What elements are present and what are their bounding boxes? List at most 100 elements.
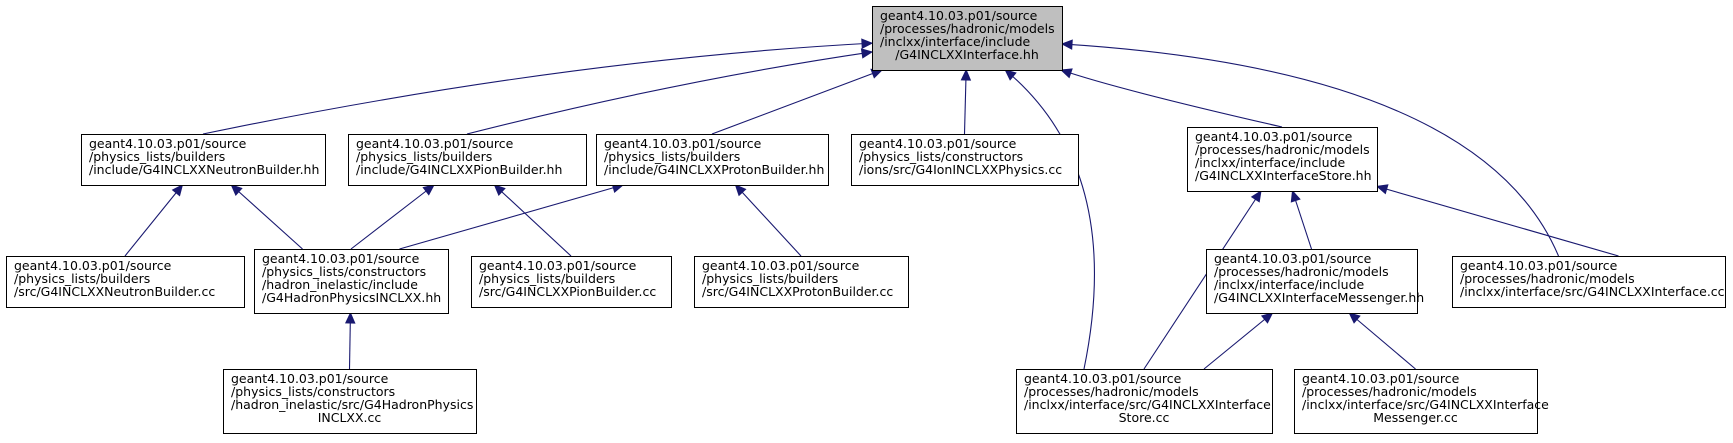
node-label-line: /include/G4INCLXXPionBuilder.hh — [356, 162, 562, 177]
edge-n3-to-n0 — [711, 69, 883, 135]
node-label-line: /physics_lists/constructors — [231, 384, 395, 399]
arrowhead-n11-to-n5 — [1375, 184, 1389, 195]
node-label-line: /physics_lists/builders — [89, 149, 225, 164]
node-label-line: /inclxx/interface/include — [1214, 277, 1365, 292]
edge-n8-to-n2 — [494, 184, 572, 257]
node-label-line: geant4.10.03.p01/source — [1214, 251, 1372, 266]
node-label-line: geant4.10.03.p01/source — [604, 136, 762, 151]
node-n7[interactable]: geant4.10.03.p01/source/physics_lists/co… — [254, 249, 449, 314]
node-box[interactable] — [254, 249, 449, 314]
node-label-line: /include/G4INCLXXProtonBuilder.hh — [604, 162, 824, 177]
node-label-line: /physics_lists/builders — [702, 271, 838, 286]
node-label-line: /inclxx/interface/src/G4INCLXXInterface — [1024, 397, 1271, 412]
node-label-line: /physics_lists/constructors — [859, 149, 1023, 164]
node-label-line: geant4.10.03.p01/source — [479, 258, 637, 273]
node-label-line: /G4HadronPhysicsINCLXX.hh — [262, 290, 441, 305]
node-n14[interactable]: geant4.10.03.p01/source/processes/hadron… — [1294, 369, 1550, 434]
arrowhead-n12-to-n7 — [345, 311, 356, 324]
node-label-line: geant4.10.03.p01/source — [14, 258, 172, 273]
node-n4[interactable]: geant4.10.03.p01/source/physics_lists/co… — [851, 134, 1079, 186]
node-label-line: geant4.10.03.p01/source — [1195, 129, 1353, 144]
arrowhead-n6-to-n1 — [171, 184, 184, 197]
arrowhead-n5-to-n0 — [1060, 68, 1073, 79]
arrowhead-n13-to-n5 — [1250, 189, 1262, 203]
node-label-line: geant4.10.03.p01/source — [859, 136, 1017, 151]
node-n8[interactable]: geant4.10.03.p01/source/physics_lists/bu… — [471, 256, 672, 308]
node-label-line: geant4.10.03.p01/source — [1302, 371, 1460, 386]
node-label-line: /G4INCLXXInterface.hh — [895, 47, 1039, 62]
node-label-line: /hadron_inelastic/src/G4HadronPhysics — [231, 397, 473, 412]
node-box[interactable] — [348, 134, 587, 186]
node-label-line: /processes/hadronic/models — [1024, 384, 1199, 399]
node-label-line: geant4.10.03.p01/source — [702, 258, 860, 273]
arrowhead-n10-to-n5 — [1290, 189, 1301, 203]
node-box[interactable] — [1016, 369, 1273, 434]
node-label-line: INCLXX.cc — [318, 410, 382, 425]
edge-n13-to-n0 — [1004, 69, 1096, 370]
node-label-line: /processes/hadronic/models — [880, 21, 1055, 36]
node-label-line: /physics_lists/builders — [14, 271, 150, 286]
node-box[interactable] — [223, 369, 477, 434]
node-label-line: geant4.10.03.p01/source — [262, 251, 420, 266]
node-label-line: geant4.10.03.p01/source — [1460, 258, 1618, 273]
node-box[interactable] — [851, 134, 1079, 186]
node-label-line: /physics_lists/builders — [604, 149, 740, 164]
arrowhead-n11-to-n0 — [1060, 39, 1073, 50]
node-n6[interactable]: geant4.10.03.p01/source/physics_lists/bu… — [6, 256, 245, 308]
node-label-line: /src/G4INCLXXProtonBuilder.cc — [702, 284, 893, 299]
node-box[interactable] — [81, 134, 326, 186]
node-box[interactable] — [694, 256, 909, 308]
edge-n13-to-n5 — [1143, 190, 1262, 370]
node-box[interactable] — [596, 134, 829, 186]
node-label-line: /G4INCLXXInterfaceStore.hh — [1195, 168, 1372, 183]
edge-n4-to-n0 — [963, 69, 967, 135]
node-n3[interactable]: geant4.10.03.p01/source/physics_lists/bu… — [596, 134, 829, 186]
node-label-line: geant4.10.03.p01/source — [1024, 371, 1182, 386]
node-label-line: Messenger.cc — [1373, 410, 1458, 425]
node-n11[interactable]: geant4.10.03.p01/source/processes/hadron… — [1452, 256, 1726, 308]
edge-n7-to-n3 — [399, 184, 624, 250]
node-box[interactable] — [471, 256, 672, 308]
node-label-line: /processes/hadronic/models — [1460, 271, 1635, 286]
arrowhead-n9-to-n3 — [734, 184, 747, 197]
node-label-line: /inclxx/interface/src/G4INCLXXInterface.… — [1460, 284, 1725, 299]
arrowhead-n1-to-n0 — [861, 38, 874, 49]
root-node-box[interactable] — [872, 6, 1063, 71]
node-box[interactable] — [1294, 369, 1538, 434]
node-n0[interactable]: geant4.10.03.p01/source/processes/hadron… — [872, 6, 1063, 71]
node-label-line: geant4.10.03.p01/source — [880, 8, 1038, 23]
edge-n2-to-n0 — [466, 51, 873, 135]
node-box[interactable] — [1187, 127, 1378, 192]
node-label-line: /G4INCLXXInterfaceMessenger.hh — [1214, 290, 1424, 305]
arrowhead-n4-to-n0 — [960, 68, 972, 81]
node-label-line: /include/G4INCLXXNeutronBuilder.hh — [89, 162, 319, 177]
node-label-line: /physics_lists/builders — [356, 149, 492, 164]
edge-n5-to-n0 — [1060, 69, 1283, 128]
node-n10[interactable]: geant4.10.03.p01/source/processes/hadron… — [1206, 249, 1425, 314]
node-label-line: /src/G4INCLXXNeutronBuilder.cc — [14, 284, 215, 299]
node-label-line: /inclxx/interface/include — [880, 34, 1031, 49]
node-n9[interactable]: geant4.10.03.p01/source/physics_lists/bu… — [694, 256, 909, 308]
node-label-line: geant4.10.03.p01/source — [89, 136, 247, 151]
node-label-line: geant4.10.03.p01/source — [231, 371, 389, 386]
edge-n1-to-n0 — [202, 42, 873, 135]
node-box[interactable] — [6, 256, 245, 308]
edge-n7-to-n2 — [350, 184, 435, 250]
node-n13[interactable]: geant4.10.03.p01/source/processes/hadron… — [1016, 369, 1273, 434]
node-n12[interactable]: geant4.10.03.p01/source/physics_lists/co… — [223, 369, 477, 434]
node-n1[interactable]: geant4.10.03.p01/source/physics_lists/bu… — [81, 134, 326, 186]
node-n5[interactable]: geant4.10.03.p01/source/processes/hadron… — [1187, 127, 1378, 192]
node-label-line: Store.cc — [1119, 410, 1170, 425]
node-label-line: /ions/src/G4IonINCLXXPhysics.cc — [859, 162, 1062, 177]
node-box[interactable] — [1206, 249, 1418, 314]
arrowhead-n14-to-n10 — [1348, 312, 1361, 324]
node-label-line: /inclxx/interface/include — [1195, 155, 1346, 170]
edge-n11-to-n0 — [1061, 43, 1560, 257]
nodes-layer: geant4.10.03.p01/source/processes/hadron… — [6, 6, 1726, 434]
arrowhead-n8-to-n2 — [493, 184, 506, 197]
arrowhead-n7-to-n1 — [230, 184, 243, 196]
node-box[interactable] — [1452, 256, 1726, 308]
node-n2[interactable]: geant4.10.03.p01/source/physics_lists/bu… — [348, 134, 587, 186]
arrowhead-n13-to-n10 — [1260, 312, 1274, 324]
node-label-line: /hadron_inelastic/include — [262, 277, 418, 292]
